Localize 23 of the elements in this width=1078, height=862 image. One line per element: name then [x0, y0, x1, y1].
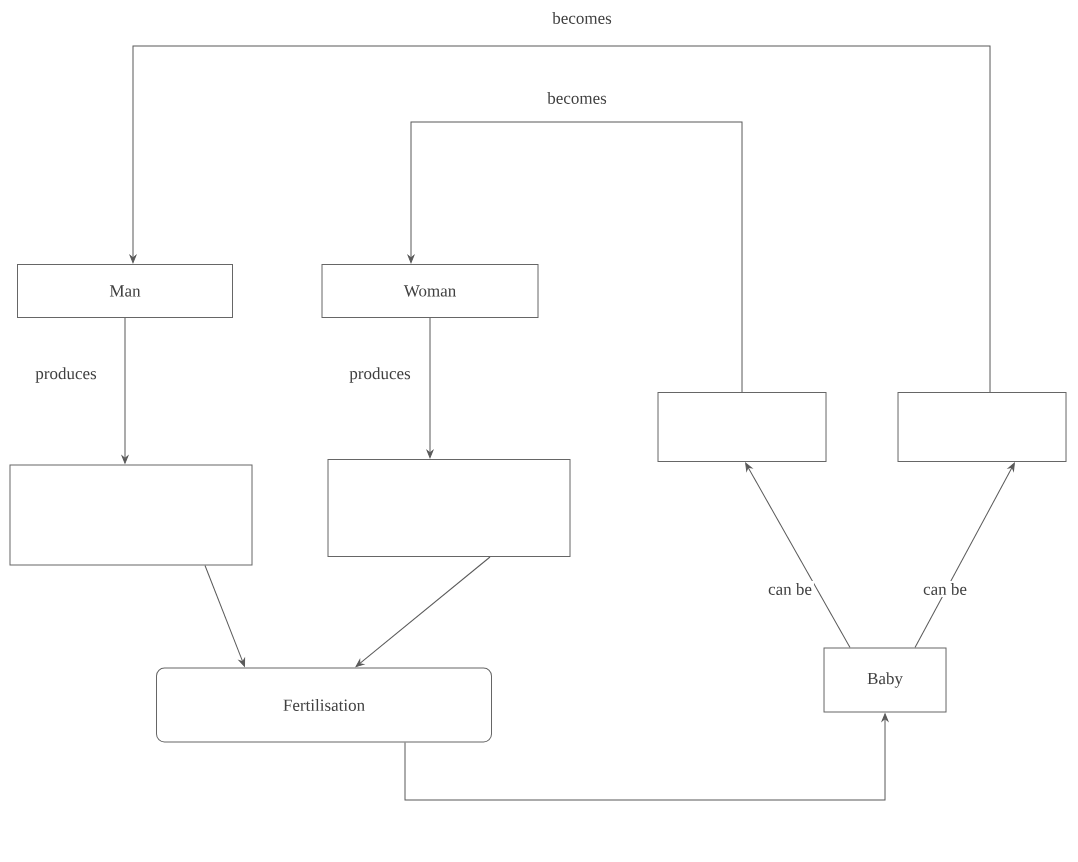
empty-box	[9, 464, 253, 566]
edge-label: becomes	[550, 10, 614, 26]
edge-label: produces	[33, 365, 99, 385]
arrow	[355, 556, 491, 668]
arrow	[404, 713, 889, 801]
arrow	[426, 317, 434, 459]
empty-box	[657, 392, 827, 462]
process-box: Man	[17, 264, 233, 318]
empty-box	[897, 392, 1067, 462]
arrow	[914, 462, 1015, 648]
edge-label: becomes	[545, 90, 609, 106]
process-box: Fertilisation	[156, 667, 492, 743]
arrow	[745, 462, 851, 648]
edge-label: can be	[921, 581, 969, 597]
arrow	[204, 565, 246, 667]
process-box: Baby	[823, 647, 947, 713]
process-box: Woman	[321, 264, 539, 318]
arrow	[407, 121, 743, 393]
edge-label: can be	[766, 581, 814, 597]
arrow	[129, 45, 991, 393]
empty-box	[327, 459, 571, 557]
edge-label: produces	[347, 365, 413, 385]
arrow	[121, 317, 129, 464]
